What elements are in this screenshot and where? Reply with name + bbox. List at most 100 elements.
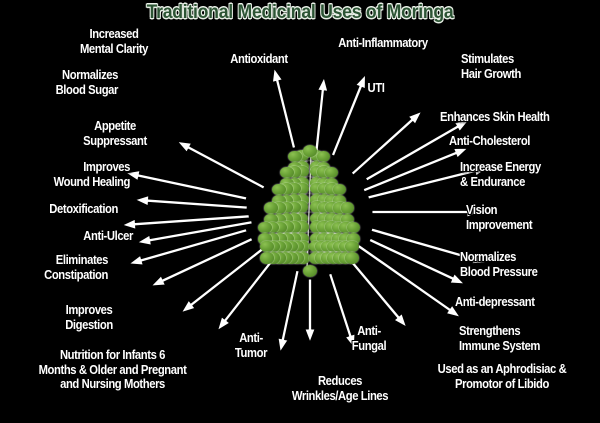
leaflet bbox=[325, 201, 339, 214]
label-detoxification[interactable]: Detoxification bbox=[49, 202, 118, 216]
label-anti-depressant[interactable]: Anti-depressant bbox=[455, 295, 535, 309]
leaflet bbox=[317, 221, 331, 233]
arrow-to-enhances-skin-health bbox=[365, 120, 469, 182]
leaflet bbox=[339, 221, 353, 234]
arrow-to-appetite bbox=[134, 195, 248, 210]
leaflet bbox=[287, 166, 302, 178]
arrow-to-improves bbox=[122, 214, 250, 230]
leaflet bbox=[287, 221, 302, 233]
leaflet bbox=[309, 149, 324, 162]
arrow-to-increased bbox=[177, 141, 266, 190]
label-constipation[interactable]: Eliminates Constipation bbox=[44, 253, 108, 282]
label-blood-pressure[interactable]: Normalizes Blood Pressure bbox=[460, 250, 538, 279]
label-skin-health[interactable]: Enhances Skin Health bbox=[440, 110, 550, 124]
label-vision[interactable]: Vision Improvement bbox=[466, 203, 533, 232]
leaflet bbox=[310, 212, 324, 225]
label-anti-inflammatory[interactable]: Anti-Inflammatory bbox=[338, 36, 428, 50]
label-hair-growth[interactable]: Stimulates Hair Growth bbox=[461, 52, 521, 81]
leaflet bbox=[279, 213, 294, 225]
leaflet bbox=[310, 182, 324, 194]
arrow-to-anti-ulcer bbox=[128, 228, 248, 266]
leaflet bbox=[287, 194, 301, 206]
label-anti-cholesterol[interactable]: Anti-Cholesterol bbox=[449, 134, 531, 148]
label-immune-system[interactable]: Strengthens Immune System bbox=[459, 324, 541, 353]
leaflet bbox=[288, 150, 302, 163]
leaflet bbox=[287, 201, 301, 213]
label-wound-healing[interactable]: Improves Wound Healing bbox=[53, 160, 131, 189]
leaflet bbox=[345, 252, 359, 264]
leaflet bbox=[309, 221, 324, 233]
leaflet bbox=[317, 232, 331, 245]
leaflet bbox=[280, 232, 294, 245]
label-wrinkles[interactable]: Reduces Wrinkles/Age Lines bbox=[291, 374, 389, 403]
label-appetite-suppressant[interactable]: Appetite Suppressant bbox=[83, 119, 147, 148]
leaflet bbox=[309, 232, 324, 245]
label-blood-sugar[interactable]: Normalizes Blood Sugar bbox=[55, 68, 119, 97]
leaflet bbox=[332, 183, 347, 196]
label-energy-endurance[interactable]: Increase Energy & Endurance bbox=[460, 160, 541, 189]
leaflet bbox=[317, 213, 332, 225]
label-anti-ulcer[interactable]: Anti-Ulcer bbox=[83, 229, 133, 243]
leaflet bbox=[324, 232, 339, 245]
leaflet bbox=[260, 240, 274, 253]
moringa-leaf-image bbox=[255, 145, 365, 277]
leaflet bbox=[272, 213, 286, 226]
leaflet bbox=[295, 232, 309, 245]
leaflet bbox=[265, 233, 280, 245]
leaflet bbox=[295, 149, 309, 162]
arrow-to-anti-depressant bbox=[368, 237, 465, 285]
leaflet bbox=[302, 265, 317, 277]
arrow-to-improves bbox=[181, 244, 268, 313]
leaflet bbox=[346, 233, 361, 245]
leaflet bbox=[265, 221, 280, 234]
leaflet bbox=[317, 182, 332, 195]
label-antioxidant[interactable]: Antioxidant bbox=[230, 52, 288, 66]
leaflet bbox=[331, 233, 346, 245]
leaflet bbox=[287, 182, 301, 195]
arrow-to-increase-energy bbox=[367, 165, 489, 200]
leaflet bbox=[325, 213, 339, 225]
label-aphrodisiac[interactable]: Used as an Aphrodisiac & Promotor of Lib… bbox=[437, 362, 567, 391]
arrow-to-eliminates bbox=[150, 237, 254, 287]
label-nutrition[interactable]: Nutrition for Infants 6 Months & Older a… bbox=[38, 348, 187, 391]
leaflet bbox=[317, 166, 331, 178]
leaflet bbox=[260, 252, 274, 264]
leaflet bbox=[302, 145, 317, 157]
leaflet bbox=[295, 182, 309, 194]
leaflet bbox=[324, 166, 339, 179]
label-mental-clarity[interactable]: Increased Mental Clarity bbox=[79, 27, 149, 56]
label-anti-fungal[interactable]: Anti- Fungal bbox=[351, 324, 387, 353]
label-uti[interactable]: UTI bbox=[367, 81, 385, 95]
arrow-to-antioxidant bbox=[272, 67, 297, 149]
arrow-to-used-as-an-aphrodisiac bbox=[347, 257, 407, 328]
leaflet bbox=[294, 201, 309, 213]
arrow-to-vision bbox=[371, 206, 481, 218]
arrow-to-normalizes bbox=[125, 170, 248, 201]
arrow-to-reduces bbox=[304, 278, 316, 343]
leaflet bbox=[279, 194, 294, 207]
leaflet bbox=[310, 194, 324, 206]
leaflet bbox=[345, 240, 359, 253]
page-title: Traditional Medicinal Uses of Moringa bbox=[146, 2, 454, 23]
arrow-to-nutrition-for-infants-6 bbox=[217, 253, 279, 331]
leaflet bbox=[340, 213, 355, 226]
leaflet bbox=[279, 183, 294, 195]
leaflet bbox=[325, 194, 339, 207]
leaflet bbox=[272, 202, 286, 214]
leaflet bbox=[264, 202, 278, 214]
leaflet bbox=[287, 232, 302, 245]
leaflet bbox=[273, 233, 287, 245]
label-anti-tumor[interactable]: Anti- Tumor bbox=[234, 331, 268, 360]
leaflet bbox=[294, 212, 309, 225]
arrow-to-uti bbox=[330, 74, 366, 157]
arrow-to-anti bbox=[328, 272, 356, 349]
leaflet bbox=[333, 213, 347, 226]
leaflet bbox=[346, 221, 361, 234]
leaflet bbox=[264, 213, 278, 226]
leaflet bbox=[333, 202, 347, 214]
label-digestion[interactable]: Improves Digestion bbox=[65, 303, 113, 332]
leaflet bbox=[295, 221, 309, 233]
leaflet bbox=[295, 165, 309, 178]
leaflet bbox=[316, 150, 331, 163]
